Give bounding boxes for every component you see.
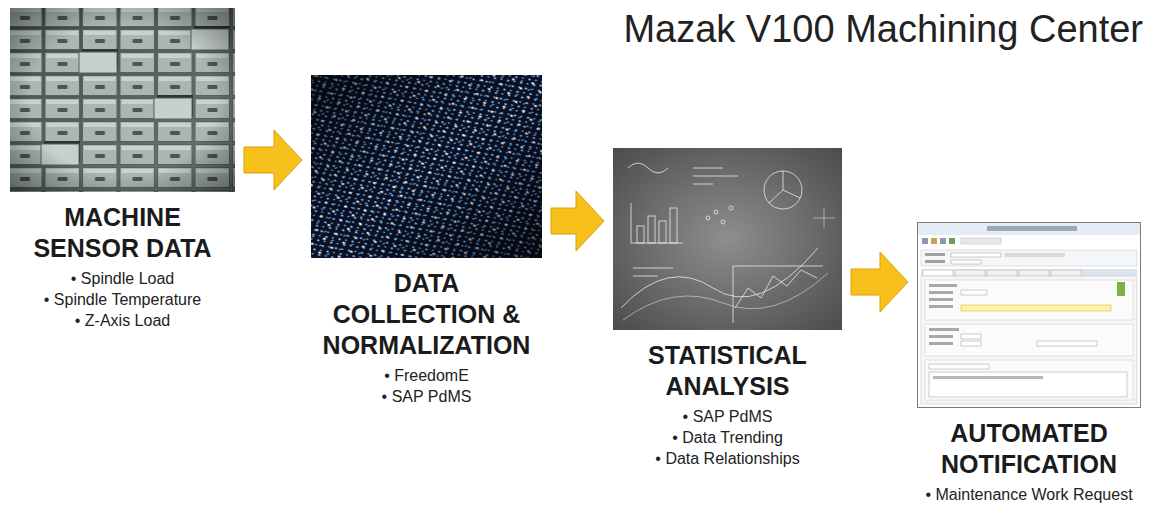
illustration-part	[918, 223, 1140, 235]
stage-heading: DATA COLLECTION & NORMALIZATION	[316, 268, 538, 361]
drawers-illustration	[10, 8, 235, 192]
illustration-part	[10, 8, 235, 192]
illustration-part	[933, 376, 1043, 379]
chalkboard-illustration	[613, 148, 842, 330]
illustration-part	[925, 280, 1133, 320]
data-grid-illustration	[311, 75, 542, 258]
illustration-part	[918, 223, 1141, 408]
caption-block: DATA COLLECTION & NORMALIZATION • Freedom…	[316, 268, 538, 407]
bullet-item: • Data Trending	[628, 427, 828, 448]
illustration-part	[961, 290, 987, 295]
caption-block: AUTOMATED NOTIFICATION • Maintenance Work…	[925, 418, 1132, 505]
illustration-part	[813, 208, 835, 228]
illustration-part	[987, 270, 1017, 276]
illustration-part	[921, 276, 1137, 404]
illustration-part	[628, 163, 668, 173]
stage-image-panel: AUTOMATED NOTIFICATION• Maintenance Work…	[917, 222, 1141, 408]
illustration-part	[621, 163, 835, 323]
illustration-part	[311, 75, 542, 258]
illustration-part	[925, 260, 945, 263]
illustration-part	[733, 266, 823, 323]
illustration-part	[929, 305, 953, 308]
illustration-part	[987, 226, 1077, 231]
illustration-part	[929, 335, 953, 338]
illustration-part	[1019, 270, 1049, 276]
illustration-part	[931, 238, 937, 244]
illustration-part	[735, 270, 817, 308]
illustration-part	[721, 220, 725, 224]
bullet-item: • Maintenance Work Request	[925, 484, 1132, 505]
illustration-part	[637, 226, 644, 243]
illustration-part	[714, 210, 718, 214]
illustration-part	[929, 372, 1127, 397]
illustration-part	[929, 328, 959, 331]
illustration-part	[311, 75, 542, 258]
illustration-part	[929, 298, 953, 301]
illustration-part	[921, 269, 1137, 276]
illustration-part	[922, 238, 928, 244]
stage-heading: STATISTICAL ANALYSIS	[628, 340, 828, 402]
illustration-part	[311, 75, 542, 258]
caption-block: MACHINE SENSOR DATA • Spindle Load• Spind…	[23, 202, 223, 331]
illustration-part	[921, 250, 1137, 266]
illustration-part	[961, 341, 981, 346]
bullet-item: • FreedomE	[316, 365, 538, 386]
illustration-part	[621, 248, 818, 308]
illustration-part	[633, 268, 673, 276]
illustration-part	[951, 260, 981, 264]
illustration-part	[10, 8, 235, 192]
bullet-item: • Spindle Load	[23, 268, 223, 289]
illustration-part	[693, 168, 738, 184]
illustration-part	[659, 221, 666, 243]
illustration-part	[311, 75, 542, 258]
illustration-part	[670, 208, 677, 243]
illustration-part	[1051, 270, 1081, 276]
stage-heading: MACHINE SENSOR DATA	[23, 202, 223, 264]
flow-arrow	[851, 252, 908, 312]
flow-arrow	[244, 130, 302, 190]
illustration-part	[929, 342, 953, 345]
illustration-part	[940, 238, 946, 244]
flow-arrow	[551, 191, 604, 251]
stage-heading: AUTOMATED NOTIFICATION	[929, 418, 1129, 480]
illustration-part	[949, 238, 955, 244]
illustration-part	[961, 305, 1111, 311]
bullet-item: • Z-Axis Load	[23, 310, 223, 331]
illustration-part	[925, 253, 945, 256]
illustration-part	[925, 324, 1133, 356]
form-screenshot-illustration	[917, 222, 1141, 408]
caption-block: STATISTICAL ANALYSIS • SAP PdMS• Data Tre…	[628, 340, 828, 469]
stage-image-panel: DATA COLLECTION & NORMALIZATION• Freedom…	[311, 75, 542, 258]
illustration-part	[648, 216, 655, 243]
illustration-part	[613, 148, 842, 330]
illustration-part	[706, 216, 710, 220]
illustration-part	[955, 270, 985, 276]
illustration-part	[631, 203, 683, 243]
illustration-part	[951, 253, 1001, 257]
illustration-part	[961, 238, 1001, 244]
illustration-part	[961, 334, 981, 339]
illustration-part	[729, 206, 733, 210]
illustration-part	[929, 284, 957, 287]
diagram-title: Mazak V100 Machining Center	[623, 6, 1143, 52]
bullet-item: • SAP PdMS	[316, 386, 538, 407]
illustration-part	[1037, 341, 1097, 346]
illustration-part	[764, 171, 802, 209]
illustration-part	[1005, 253, 1065, 257]
stage-image-panel: STATISTICAL ANALYSIS• SAP PdMS• Data Tre…	[613, 148, 842, 330]
stage-image-panel: MACHINE SENSOR DATA• Spindle Load• Spind…	[10, 8, 235, 192]
illustration-part	[923, 270, 953, 276]
illustration-part	[929, 291, 953, 294]
bullet-item: • SAP PdMS	[628, 406, 828, 427]
illustration-part	[1117, 282, 1125, 296]
bullet-item: • Data Relationships	[628, 448, 828, 469]
illustration-part	[769, 171, 800, 203]
bullet-item: • Spindle Temperature	[23, 289, 223, 310]
illustration-part	[623, 273, 828, 320]
illustration-part	[929, 364, 989, 369]
illustration-part	[925, 360, 1133, 400]
illustration-part	[10, 8, 235, 192]
